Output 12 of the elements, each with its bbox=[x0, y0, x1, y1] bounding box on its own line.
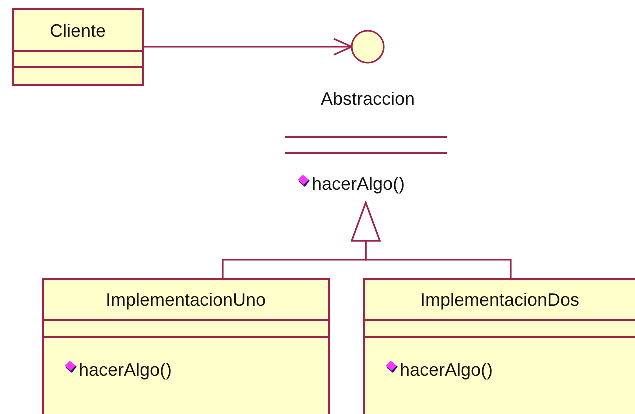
class-name: Cliente bbox=[50, 21, 106, 41]
class-box bbox=[12, 8, 144, 86]
method-name: hacerAlgo() bbox=[79, 360, 172, 381]
class-box bbox=[363, 278, 635, 414]
interface-name: Abstraccion bbox=[320, 89, 416, 109]
class-name: ImplementacionUno bbox=[106, 290, 266, 310]
method-name: hacerAlgo() bbox=[400, 360, 494, 381]
class-name: ImplementacionDos bbox=[420, 290, 580, 310]
method-name: hacerAlgo() bbox=[312, 174, 406, 195]
inheritance-arrow bbox=[351, 202, 512, 278]
class-box bbox=[42, 278, 330, 414]
association-arrow bbox=[144, 38, 353, 56]
